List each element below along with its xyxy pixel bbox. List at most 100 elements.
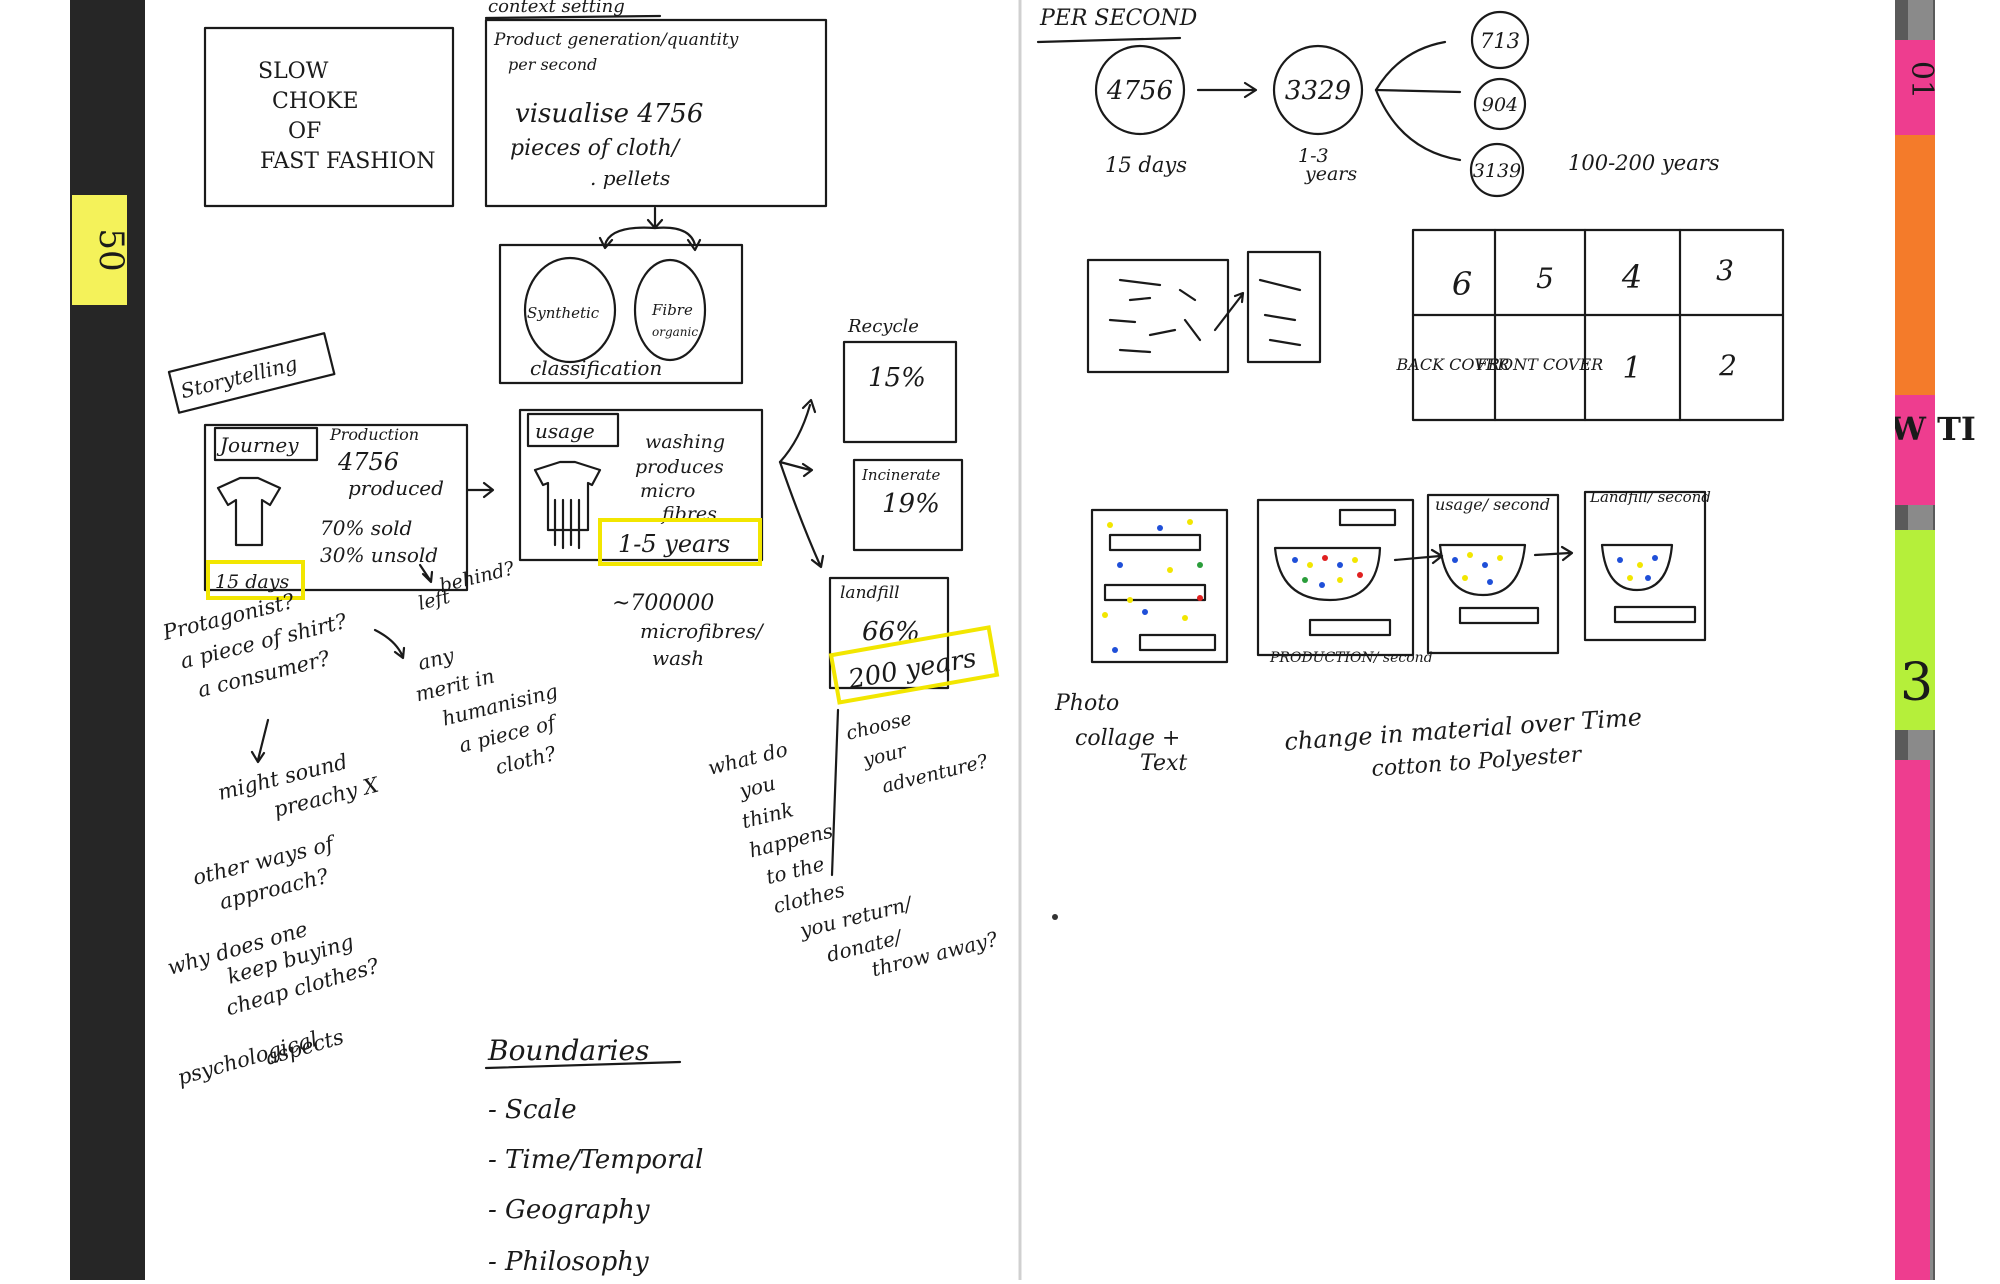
layout-grid	[1411, 228, 1785, 422]
organic-circle	[633, 258, 707, 362]
landfill-bowl-icon	[1600, 543, 1674, 592]
boundary-item-1: - Scale	[488, 1095, 577, 1125]
usage-tag: usage	[535, 419, 595, 443]
journey-days: 15 days	[215, 571, 289, 593]
collage-text-block-3	[1138, 633, 1217, 652]
years-highlight	[598, 518, 762, 566]
ink-dot	[1052, 914, 1058, 920]
flow-end-2: 904	[1482, 94, 1518, 116]
context-body-1: visualise 4756	[515, 99, 703, 129]
landfill-years-highlight	[828, 625, 1000, 705]
right-page	[1020, 0, 1895, 1280]
grid-top-1: 6	[1452, 265, 1472, 303]
per-second-heading: PER SECOND	[1039, 6, 1198, 31]
caption-left-3: Text	[1140, 751, 1187, 776]
title-line-2: CHOKE	[272, 89, 359, 114]
branch-line-bottom	[1374, 88, 1462, 162]
tshirt-icon	[216, 476, 282, 547]
production-dots	[1292, 555, 1363, 588]
journey-line-4: 70% sold	[320, 516, 412, 540]
incinerate-box	[852, 458, 964, 552]
grid-bottom-3: 1	[1622, 351, 1641, 386]
protagonist-arrow-icon	[373, 628, 406, 660]
right-tab-low-label: 3	[1900, 653, 1933, 713]
fibre-strands-icon	[553, 498, 581, 550]
flow-start-value: 4756	[1106, 76, 1173, 106]
left-book-edge	[70, 0, 145, 1280]
protagonist-note-arrow-icon	[250, 718, 270, 764]
separator-line	[830, 708, 840, 877]
title-line-4: FAST FASHION	[260, 149, 435, 174]
left-behind-arrow-icon	[418, 563, 434, 584]
caption-left-1: Photo	[1054, 691, 1119, 716]
classification-box	[498, 243, 744, 385]
journey-box	[203, 423, 469, 592]
branch-line-middle	[1374, 88, 1462, 94]
classification-label: classification	[530, 356, 662, 380]
landfill-label: landfill	[840, 583, 900, 603]
synthetic-label: Synthetic	[527, 304, 600, 322]
spread-sketch-right	[1246, 250, 1322, 364]
microfibres-line-3: wash	[652, 646, 704, 670]
context-line-1: Product generation/quantity	[493, 30, 739, 50]
flow-end-3: 3139	[1473, 160, 1521, 182]
flow-end-circle-3	[1469, 142, 1525, 198]
recycle-label: Recycle	[847, 316, 919, 337]
context-box	[484, 18, 828, 208]
journey-tag: Journey	[216, 433, 299, 457]
storyboard-arrow-2-icon	[1533, 545, 1574, 562]
usage-line-2: produces	[635, 456, 724, 478]
recycle-box	[842, 340, 958, 444]
boundary-item-2: - Time/Temporal	[488, 1145, 703, 1175]
recycle-value: 15%	[868, 363, 926, 393]
usage-tag-box	[526, 412, 620, 448]
title-line-1: SLOW	[258, 59, 329, 84]
storyboard-panel-usage	[1426, 493, 1560, 655]
flow-end-caption: 100-200 years	[1568, 151, 1720, 175]
storyboard-panel-landfill	[1583, 490, 1707, 642]
to-landfill-arrow-icon	[778, 460, 825, 569]
usage-line-1: washing	[645, 431, 725, 453]
branch-arrow-left-icon	[598, 226, 657, 250]
grid-bottom-1: BACK COVER	[1396, 355, 1510, 374]
spread-sketch-left	[1086, 258, 1230, 374]
left-page	[145, 0, 1020, 1280]
journey-line-2: 4756	[337, 448, 399, 476]
usage-panel-label: usage/ second	[1435, 495, 1550, 514]
storytelling-box	[167, 332, 336, 414]
journey-line-3: produced	[348, 476, 444, 500]
right-tab-top-label: 01	[1904, 61, 1939, 99]
context-line-2: per second	[508, 55, 597, 74]
microfibres-line-2: microfibres/	[640, 619, 765, 643]
scribble-marks	[1108, 278, 1302, 354]
to-recycle-arrow-icon	[778, 398, 817, 464]
grid-bottom-2: FRONT COVER	[1476, 355, 1603, 374]
usage-dots	[1452, 552, 1503, 585]
branch-line-top	[1374, 40, 1447, 92]
flow-end-circle-2	[1473, 77, 1527, 131]
grid-top-2: 5	[1536, 262, 1554, 295]
title-line-3: OF	[288, 119, 321, 144]
boundaries-heading: Boundaries	[487, 1034, 649, 1067]
synthetic-circle	[523, 256, 617, 364]
garment-icon	[533, 460, 602, 532]
right-pink-ribbon	[1892, 760, 1930, 1280]
left-yellow-tab	[72, 195, 127, 305]
flow-middle-caption-2: years	[1304, 163, 1357, 185]
collage-dots	[1102, 519, 1203, 653]
flow-middle-caption-1: 1-3	[1298, 145, 1329, 167]
context-heading: context setting	[488, 0, 625, 17]
journey-to-usage-arrow-icon	[466, 481, 495, 499]
collage-text-block-1	[1108, 533, 1202, 552]
storyboard-panel-production	[1256, 498, 1415, 657]
journey-line-1: Production	[329, 425, 419, 444]
organic-label: organic	[652, 325, 698, 339]
incinerate-label: Incinerate	[861, 466, 940, 484]
flow-middle-value: 3329	[1285, 76, 1351, 106]
flow-start-circle	[1094, 44, 1186, 136]
flow-middle-circle	[1272, 44, 1364, 136]
context-body-2: pieces of cloth/	[510, 136, 682, 161]
journey-tag-box	[213, 426, 319, 462]
